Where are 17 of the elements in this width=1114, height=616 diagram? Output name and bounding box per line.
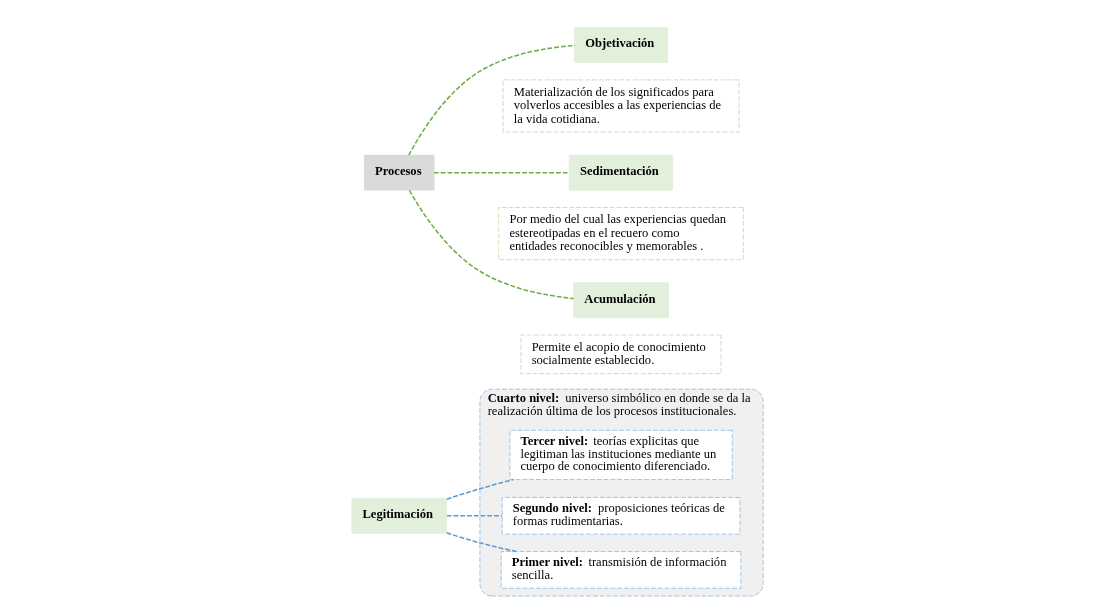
node-box: Materialización de los significados para volverlos accesibles a las experiencias de la vida cotidiana.	[502, 79, 739, 133]
connector	[408, 189, 574, 300]
node-box: Tercer nivel: teorías explicitas que legitiman las instituciones mediante un cuerpo de conocimiento diferenciado.	[508, 429, 733, 481]
connector	[407, 44, 575, 156]
node-box: Acumulación	[572, 282, 669, 319]
node-box: Por medio del cual las experiencias quedan estereotipadas en el recuero como entidades reconocibles y memorables .	[497, 207, 744, 261]
connector	[432, 171, 570, 174]
node-box: Permite el acopio de conocimiento socialmente establecido.	[520, 334, 722, 375]
node-box: Sedimentación	[568, 154, 673, 191]
node-box: Segundo nivel: proposiciones teóricas de formas rudimentarias.	[501, 496, 740, 535]
node-box: Primer nivel: transmisión de información sencilla.	[500, 551, 741, 589]
node-box: Procesos	[363, 154, 434, 191]
connector	[445, 478, 514, 500]
connector	[445, 515, 503, 517]
node-box: Legitimación	[350, 497, 447, 534]
connector	[445, 532, 517, 553]
node-box: Objetivación	[573, 27, 668, 63]
